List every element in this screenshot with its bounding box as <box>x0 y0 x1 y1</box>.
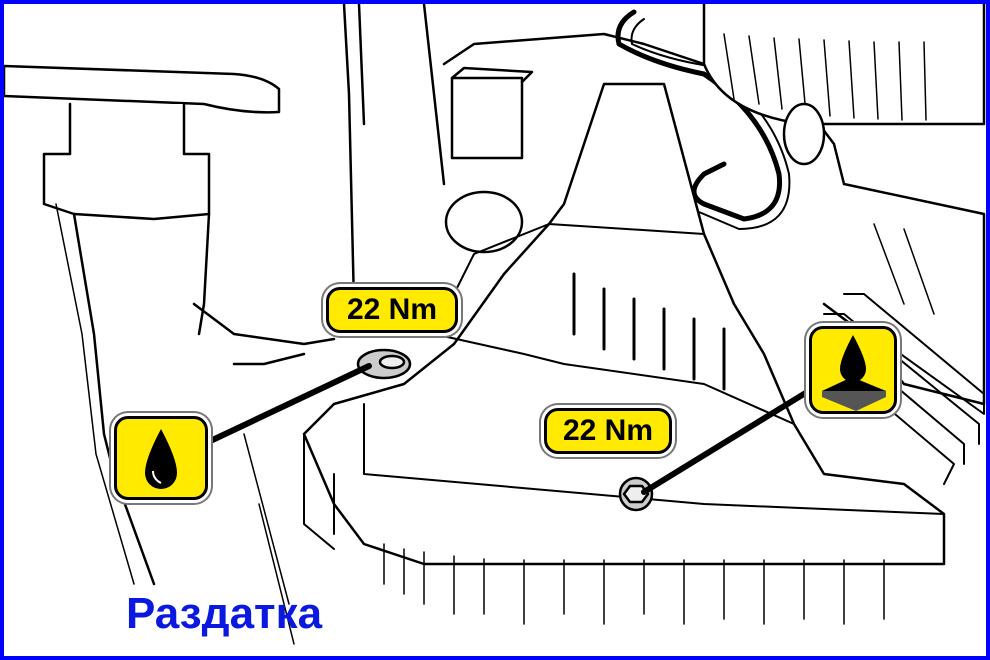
wire-loop <box>615 9 783 222</box>
leader-sealant <box>641 386 815 495</box>
pipe-lower <box>72 212 211 586</box>
pipe-upper <box>42 102 211 221</box>
drum-cap <box>782 102 826 166</box>
torque-label-left: 22 Nm <box>326 287 458 333</box>
case-ribs <box>572 272 726 391</box>
structure-lines <box>192 4 446 366</box>
oil-drop-on-sealant-icon <box>809 326 897 414</box>
round-boss <box>444 190 524 254</box>
bottom-teeth <box>383 543 885 625</box>
frame-rail <box>4 64 281 114</box>
drum <box>702 4 986 126</box>
connector-side <box>450 66 534 84</box>
case-body <box>302 82 946 566</box>
bolt-left-head <box>378 354 406 370</box>
torque-label-right: 22 Nm <box>544 408 672 454</box>
oil-drop-icon <box>114 416 208 500</box>
pipe-lower-shade <box>55 203 135 585</box>
leader-oil <box>201 363 372 447</box>
right-housing-detail <box>873 223 935 315</box>
transfer-case-line-drawing <box>4 4 986 645</box>
case-flange <box>303 403 945 550</box>
floor-lines <box>243 433 295 645</box>
fins <box>823 293 985 485</box>
caption-transfer-case: Раздатка <box>126 589 323 638</box>
connector <box>450 76 524 160</box>
drum-ribs <box>723 33 927 121</box>
